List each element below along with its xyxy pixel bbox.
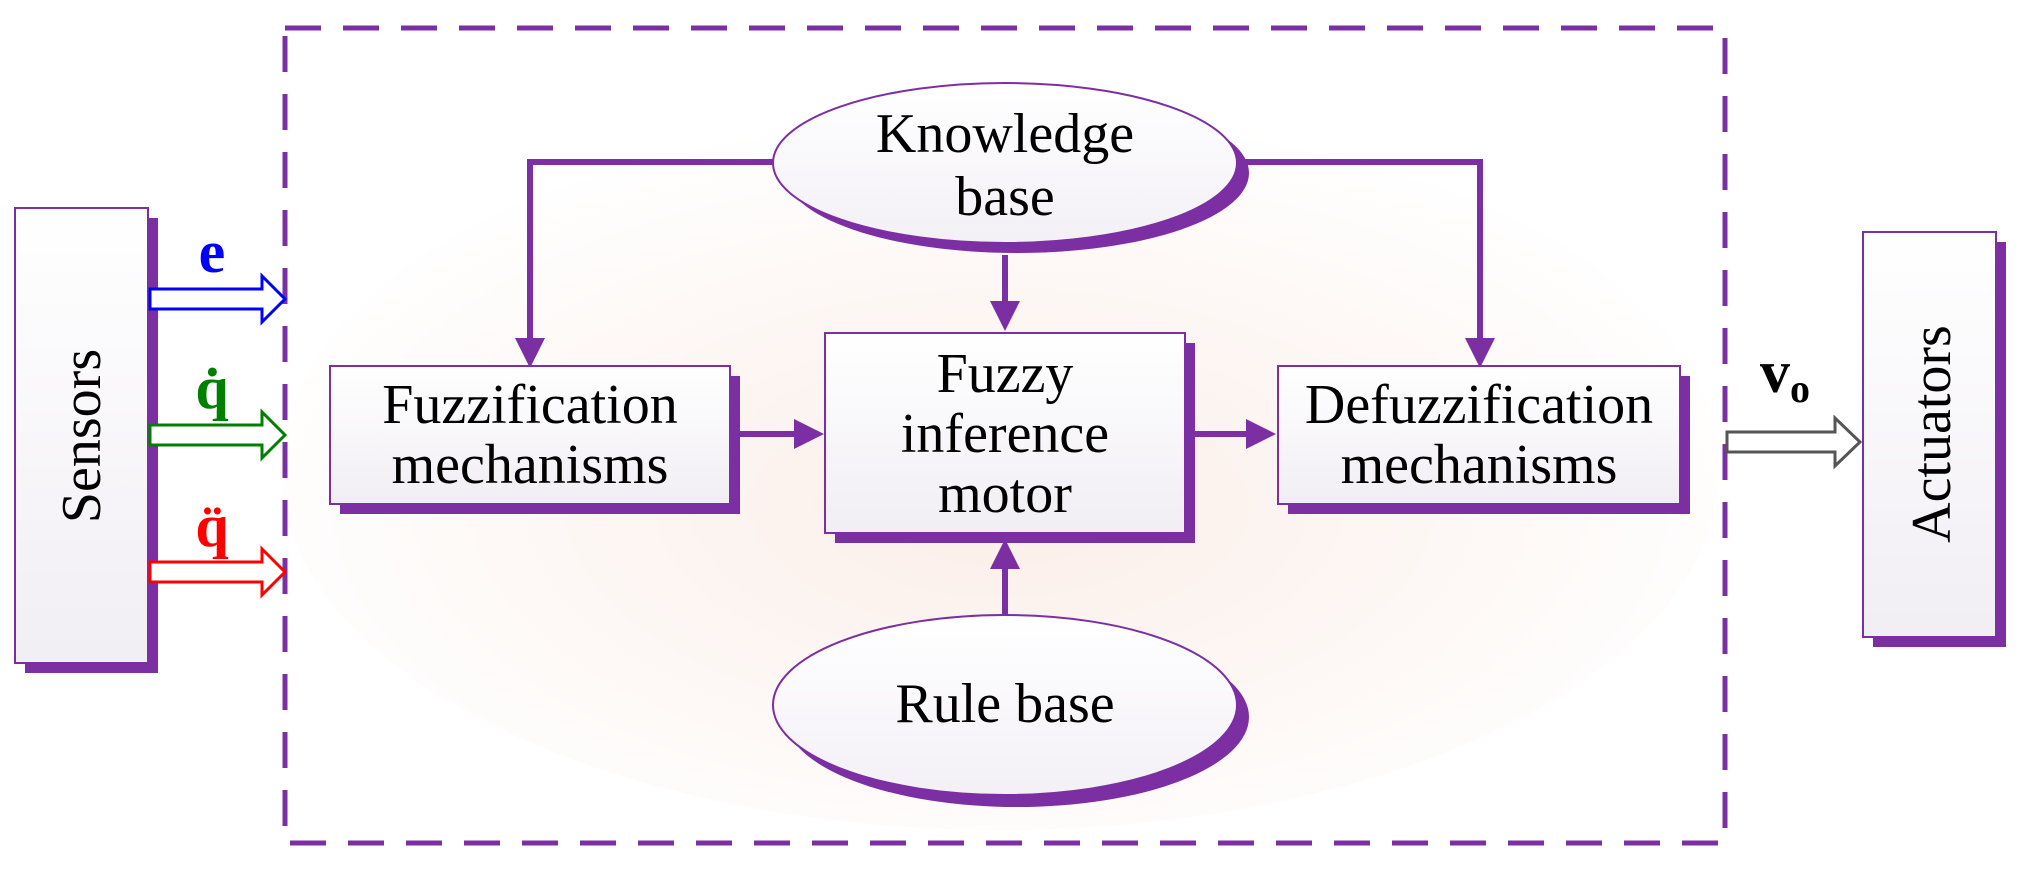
output-signal-subscript: o [1790, 366, 1810, 411]
rule-base-ellipse: Rule base [772, 614, 1249, 807]
knowledge-base-line2: base [955, 166, 1055, 228]
defuzzification-line1: Defuzzification [1305, 374, 1653, 436]
knowledge-base-line1: Knowledge [876, 103, 1134, 165]
controller-boundary [282, 25, 1728, 846]
knowledge-base-ellipse: Knowledge base [772, 82, 1249, 253]
defuzzification-line2: mechanisms [1341, 434, 1618, 496]
actuators-label: Actuators [1901, 325, 1963, 543]
signal-qdot-arrow [148, 408, 288, 462]
output-arrow [1725, 414, 1863, 470]
inference-line3: motor [938, 463, 1072, 525]
defuzzification-block: Defuzzification mechanisms [1277, 365, 1690, 514]
output-signal-label: vo [1760, 339, 1810, 411]
sensors-block: Sensors [14, 207, 158, 673]
signal-e-arrow [148, 272, 288, 326]
inference-block: Fuzzy inference motor [824, 332, 1195, 543]
kb-to-defuzzification-arrow [1240, 159, 1495, 368]
actuators-block: Actuators [1862, 231, 2006, 647]
output-signal-main: v [1760, 339, 1790, 405]
fuzzification-block: Fuzzification mechanisms [329, 365, 740, 514]
signal-e-label: e [199, 219, 226, 285]
fuzzification-line1: Fuzzification [382, 374, 677, 436]
sensors-label: Sensors [51, 349, 113, 523]
inference-line1: Fuzzy [937, 343, 1074, 405]
rule-base-label: Rule base [895, 673, 1114, 735]
signal-qddot-label: q̈ [195, 493, 228, 559]
fuzzification-line2: mechanisms [392, 434, 669, 496]
signal-qdot-label: q̇ [195, 355, 228, 421]
signal-qddot-arrow [148, 545, 288, 599]
inference-line2: inference [901, 403, 1109, 465]
kb-to-fuzzification-arrow [515, 159, 785, 368]
